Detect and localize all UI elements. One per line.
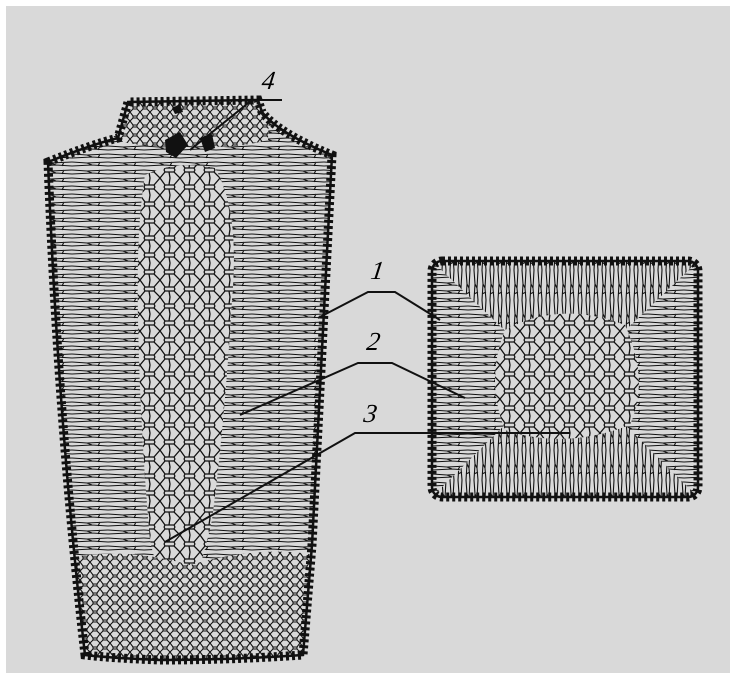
- cross-section-view: [432, 261, 698, 497]
- bottom-equiaxed-zone-texture: [60, 552, 315, 670]
- longitudinal-section-view: [40, 95, 340, 670]
- cross-section-equiaxed-core-texture: [495, 314, 639, 439]
